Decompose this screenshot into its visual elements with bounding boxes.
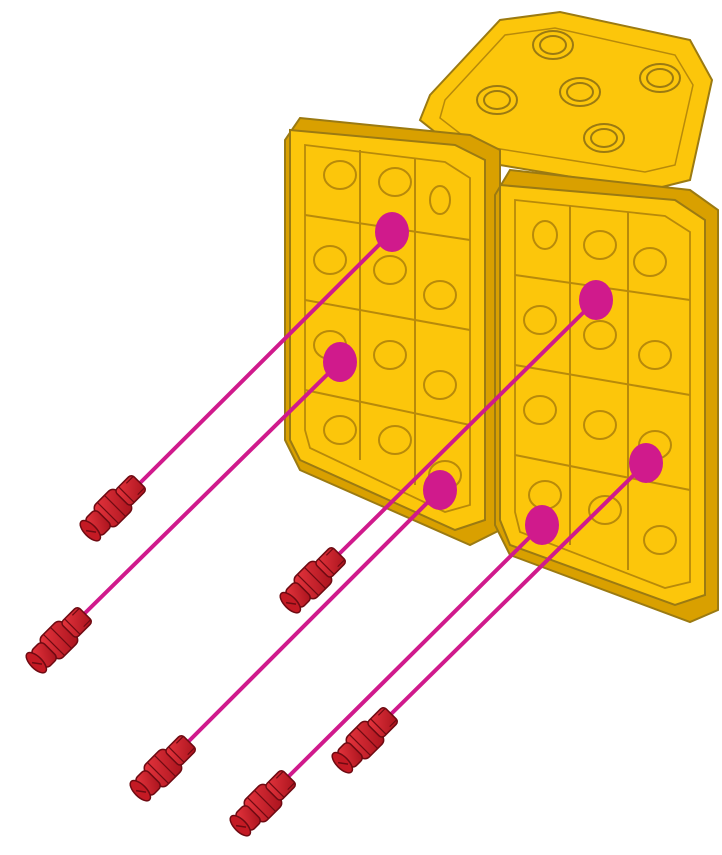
pin-6 [224, 765, 301, 842]
left-beam-plate [284, 116, 501, 547]
pin-5 [326, 702, 403, 779]
guide-line-6 [283, 523, 544, 782]
target-hole-3 [579, 280, 613, 320]
target-holes [323, 212, 663, 545]
right-beam-cells [514, 205, 691, 570]
pins [20, 470, 403, 842]
pin-2 [20, 602, 97, 679]
right-beam-plate [494, 168, 719, 624]
guide-line-4 [183, 488, 442, 747]
target-hole-4 [423, 470, 457, 510]
target-hole-1 [375, 212, 409, 252]
top-plate-studs [476, 30, 681, 153]
pin-4 [124, 730, 201, 807]
guide-line-2 [78, 360, 342, 620]
target-hole-6 [525, 505, 559, 545]
pin-3 [274, 542, 351, 619]
guide-line-3 [333, 298, 598, 560]
target-hole-5 [629, 443, 663, 483]
guide-lines [78, 230, 648, 782]
guide-line-1 [136, 230, 394, 487]
pin-1 [74, 470, 151, 547]
target-hole-2 [323, 342, 357, 382]
guide-line-5 [383, 461, 648, 722]
